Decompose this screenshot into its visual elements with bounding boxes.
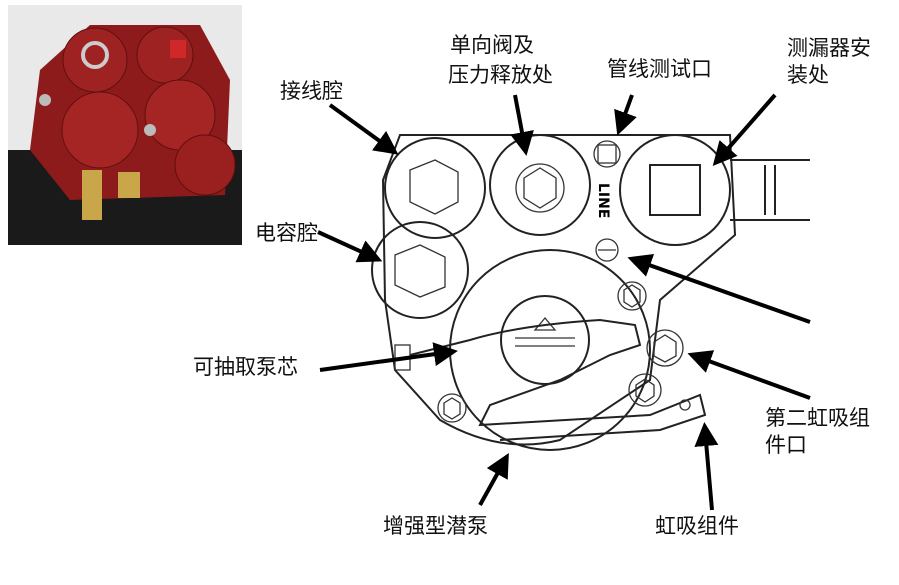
arrow-wiring-cavity [328,103,399,155]
pump-head-drawing: LINE [371,134,810,451]
arrow-unlabeled [627,254,811,324]
arrow-siphon-assembly [694,422,719,511]
label-leak-detector-1: 测漏器安 [787,36,871,60]
arrow-capacitor-cavity [317,230,383,263]
labels: 单向阀及 压力释放处 管线测试口 测漏器安 装处 接线腔 电容腔 可抽取泵芯 第… [193,33,871,538]
label-extractable-pump: 可抽取泵芯 [193,355,298,379]
label-check-valve-1: 单向阀及 [450,33,534,57]
arrow-second-siphon [687,350,811,400]
arrow-check-valve [510,94,534,156]
label-second-siphon-2: 件口 [765,433,807,457]
line-marking: LINE [595,183,611,218]
arrow-line-test-port [614,94,637,136]
label-enhanced-pump: 增强型潜泵 [383,514,488,538]
label-leak-detector-2: 装处 [787,63,829,87]
label-check-valve-2: 压力释放处 [448,63,553,87]
arrow-enhanced-pump [478,453,509,506]
arrow-leak-detector [712,93,777,167]
pump-photo [8,5,242,245]
label-siphon-assembly: 虹吸组件 [655,514,739,538]
arrow-extractable-pump [319,342,458,372]
label-line-test-port: 管线测试口 [607,57,712,81]
label-capacitor-cavity: 电容腔 [255,221,318,245]
label-wiring-cavity: 接线腔 [280,79,343,103]
label-second-siphon-1: 第二虹吸组 [765,406,870,430]
callout-arrows [317,93,811,511]
